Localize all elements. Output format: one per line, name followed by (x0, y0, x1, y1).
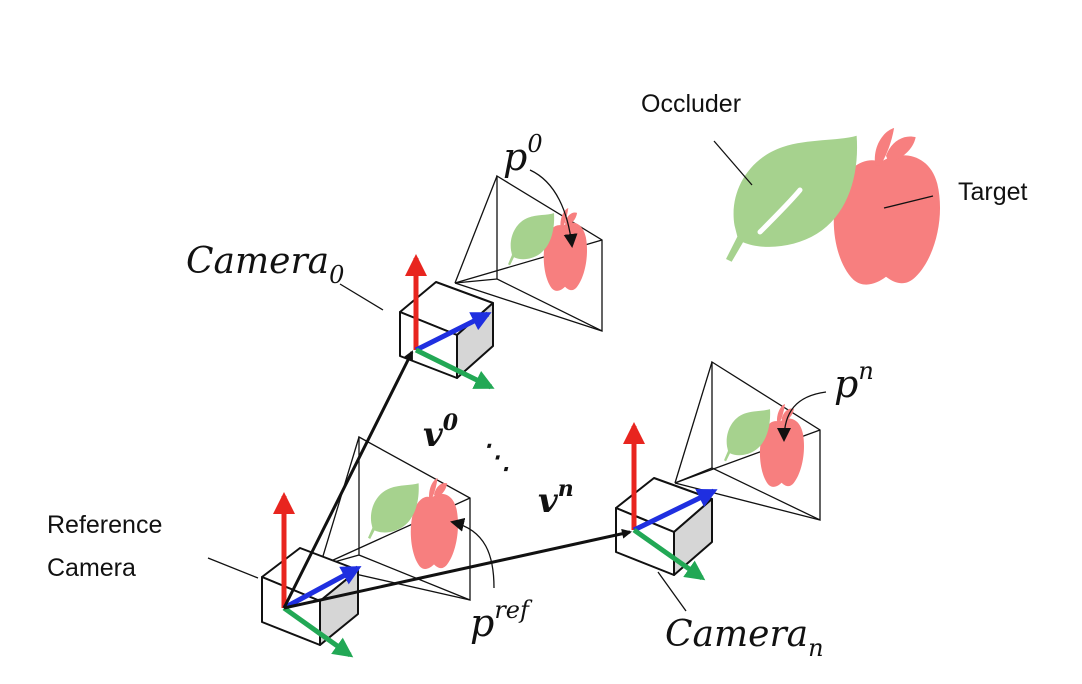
reference-camera-image-content (368, 478, 459, 569)
reference-axis-forward (282, 565, 362, 611)
p0-label: p0 (503, 130, 543, 179)
v0-label: v0 (423, 410, 459, 455)
target-label: Target (958, 178, 1028, 206)
camera-0: Camera0 p0 (186, 130, 603, 390)
camera-0-axis-down (414, 347, 495, 390)
camera-n: Cameran pn (615, 357, 874, 662)
p0-pointer (529, 169, 578, 248)
pn-label: pn (834, 357, 874, 406)
camera-0-image-content (508, 208, 588, 291)
camera-0-label: Camera0 (186, 241, 344, 289)
reference-camera: Reference Camera pref (47, 435, 533, 658)
pref-pointer (450, 517, 495, 589)
camera-n-label: Cameran (665, 614, 824, 662)
reference-camera-label: Reference Camera (47, 511, 169, 582)
occluder-label: Occluder (641, 90, 741, 118)
target-leader (883, 195, 934, 209)
camera-n-image-content (724, 404, 805, 487)
leaf-vein (757, 187, 803, 235)
camera-n-axis-forward (632, 488, 718, 533)
reference-axis-down (282, 605, 354, 658)
camera-n-body (615, 477, 713, 576)
ellipsis: ⋱ (478, 437, 512, 477)
pref-label: pref (470, 596, 533, 645)
camera-0-axis-forward (414, 311, 492, 353)
camera-n-leader (657, 571, 687, 612)
vector-v0 (282, 350, 414, 609)
reference-camera-leader (207, 557, 259, 579)
occluder-target-illustration: Occluder Target (641, 90, 1028, 285)
occluder-leader (713, 140, 753, 186)
pn-pointer (777, 391, 827, 442)
camera-n-axis-down (632, 527, 706, 581)
vn-label: vn (538, 476, 574, 521)
camera-0-leader (339, 283, 384, 311)
vector-vn (283, 528, 632, 610)
